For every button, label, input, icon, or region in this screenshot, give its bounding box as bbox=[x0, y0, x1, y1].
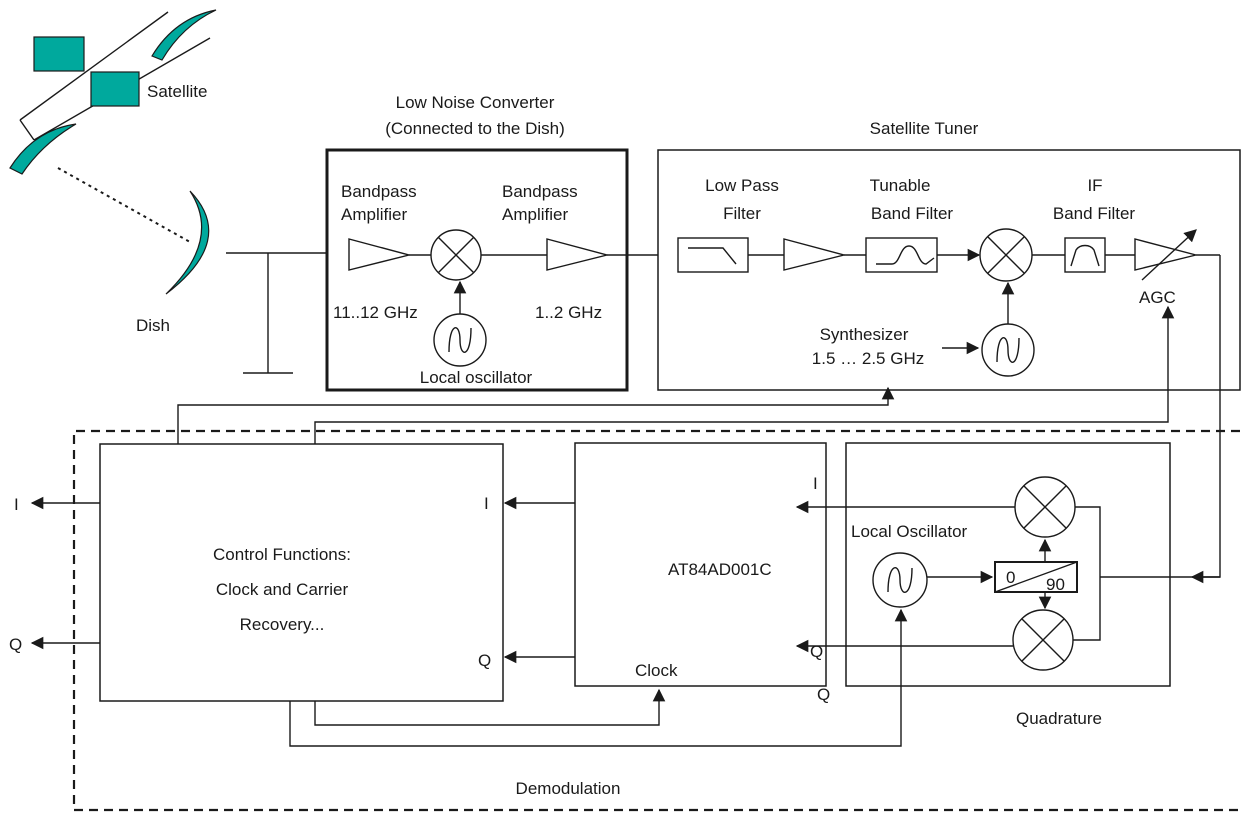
demodulation-boundary bbox=[72, 429, 1240, 812]
tunable-band-filter-icon bbox=[865, 237, 938, 273]
local-oscillator-label: Local oscillator bbox=[420, 368, 533, 387]
quadrature-q-label: Q bbox=[810, 642, 823, 661]
dish-icon bbox=[165, 190, 210, 295]
if-label-line1: IF bbox=[1087, 176, 1102, 195]
lpf-label-line2: Filter bbox=[723, 204, 761, 223]
phase-shifter-icon bbox=[994, 561, 1078, 593]
control-label-line2: Clock and Carrier bbox=[216, 580, 349, 599]
satellite-tuner-box bbox=[657, 149, 1241, 391]
synthesizer-label-line1: Synthesizer bbox=[820, 325, 909, 344]
oscillator-icon bbox=[433, 313, 487, 367]
adc-label: AT84AD001C bbox=[668, 560, 772, 579]
lnc-title-line2: (Connected to the Dish) bbox=[385, 119, 565, 138]
amplifier-icon bbox=[348, 238, 412, 271]
local-oscillator-caption: Local Oscillator bbox=[851, 522, 968, 541]
bp-amp1-label-line2: Amplifier bbox=[341, 205, 407, 224]
control-i-label: I bbox=[484, 494, 489, 513]
bp-amp2-label-line1: Bandpass bbox=[502, 182, 578, 201]
agc-label: AGC bbox=[1139, 288, 1176, 307]
if-label-line2: Band Filter bbox=[1053, 204, 1136, 223]
clock-label: Clock bbox=[635, 661, 678, 680]
phase-0-label: 0 bbox=[1006, 568, 1015, 587]
low-pass-filter-icon bbox=[677, 237, 749, 273]
demodulation-label: Demodulation bbox=[516, 779, 621, 798]
lpf-label-line1: Low Pass bbox=[705, 176, 779, 195]
amplifier-icon bbox=[546, 238, 610, 271]
signal-path-dotted bbox=[57, 167, 191, 243]
mixer-icon bbox=[1014, 476, 1076, 538]
agc-amplifier-icon bbox=[1134, 229, 1197, 281]
adc-box bbox=[574, 442, 827, 687]
control-functions-box bbox=[99, 443, 504, 702]
satellite-label: Satellite bbox=[147, 82, 207, 101]
q-output-label: Q bbox=[9, 635, 22, 654]
control-q-label: Q bbox=[478, 651, 491, 670]
control-label-line1: Control Functions: bbox=[213, 545, 351, 564]
quadrature-q2-label: Q bbox=[817, 685, 830, 704]
phase-90-label: 90 bbox=[1046, 575, 1065, 594]
quadrature-label: Quadrature bbox=[1016, 709, 1102, 728]
quadrature-i-label: I bbox=[813, 474, 818, 493]
amplifier-icon bbox=[783, 238, 847, 271]
satellite-icon bbox=[9, 9, 217, 175]
mixer-icon bbox=[1012, 609, 1074, 671]
freq-out-label: 1..2 GHz bbox=[535, 303, 602, 322]
control-label-line3: Recovery... bbox=[240, 615, 325, 634]
bp-amp2-label-line2: Amplifier bbox=[502, 205, 568, 224]
lnc-title-line1: Low Noise Converter bbox=[396, 93, 555, 112]
synthesizer-oscillator-icon bbox=[981, 323, 1035, 377]
if-band-filter-icon bbox=[1064, 237, 1106, 273]
tuner-title: Satellite Tuner bbox=[870, 119, 979, 138]
bp-amp1-label-line1: Bandpass bbox=[341, 182, 417, 201]
dish-label: Dish bbox=[136, 316, 170, 335]
mixer-icon bbox=[979, 228, 1033, 282]
mixer-icon bbox=[430, 229, 482, 281]
quadrature-oscillator-icon bbox=[872, 552, 928, 608]
freq-in-label: 11..12 GHz bbox=[333, 303, 418, 322]
synthesizer-label-line2: 1.5 … 2.5 GHz bbox=[812, 349, 924, 368]
i-output-label: I bbox=[14, 495, 19, 514]
tbf-label-line2: Band Filter bbox=[871, 204, 954, 223]
tbf-label-line1: Tunable bbox=[870, 176, 931, 195]
